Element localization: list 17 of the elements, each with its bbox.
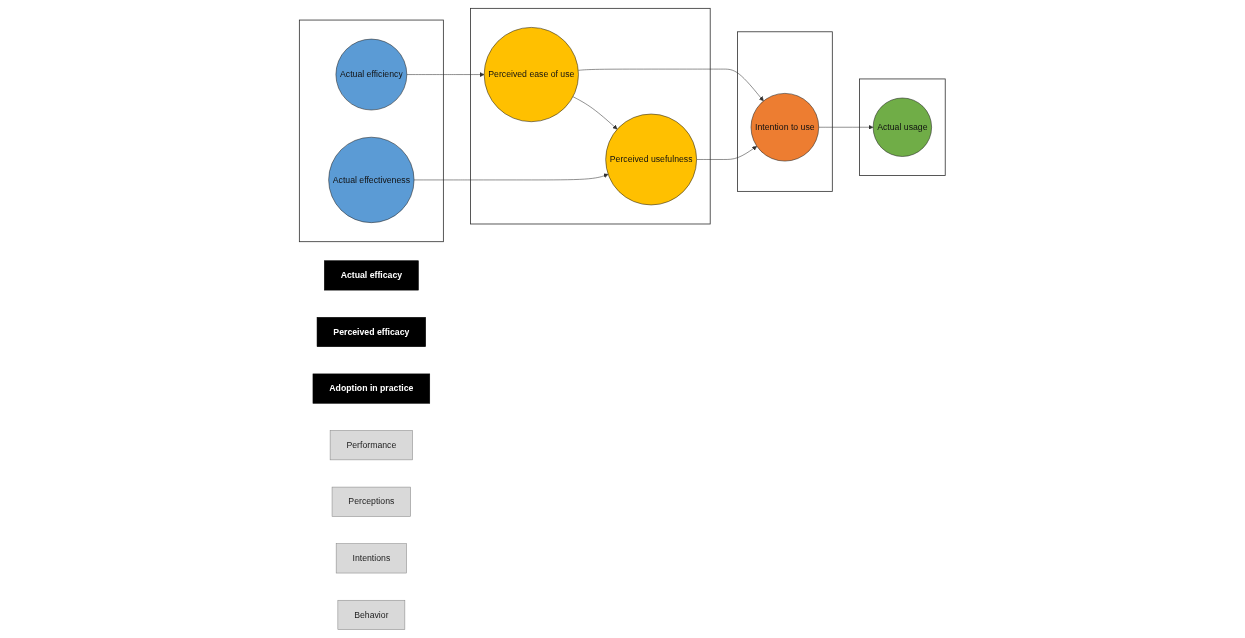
node-circle: Actual efficiency bbox=[335, 38, 408, 111]
cluster bbox=[470, 7, 711, 225]
node-circle: Perceived ease of use bbox=[484, 27, 579, 122]
node-box: Perceptions bbox=[332, 486, 412, 517]
node-box: Perceived efficacy bbox=[317, 317, 427, 347]
cluster bbox=[737, 31, 833, 192]
cluster bbox=[859, 78, 946, 176]
node-box: Intentions bbox=[336, 543, 408, 574]
node-circle: Actual usage bbox=[873, 97, 933, 157]
node-circle: Actual effectiveness bbox=[328, 136, 415, 223]
node-circle: Perceived usefulness bbox=[605, 113, 698, 206]
node-box: Actual efficacy bbox=[324, 260, 419, 291]
node-box: Behavior bbox=[337, 600, 406, 630]
cluster bbox=[299, 19, 444, 243]
node-circle: Intention to use bbox=[750, 93, 820, 162]
node-box: Performance bbox=[330, 430, 414, 461]
node-box: Adoption in practice bbox=[312, 373, 431, 404]
